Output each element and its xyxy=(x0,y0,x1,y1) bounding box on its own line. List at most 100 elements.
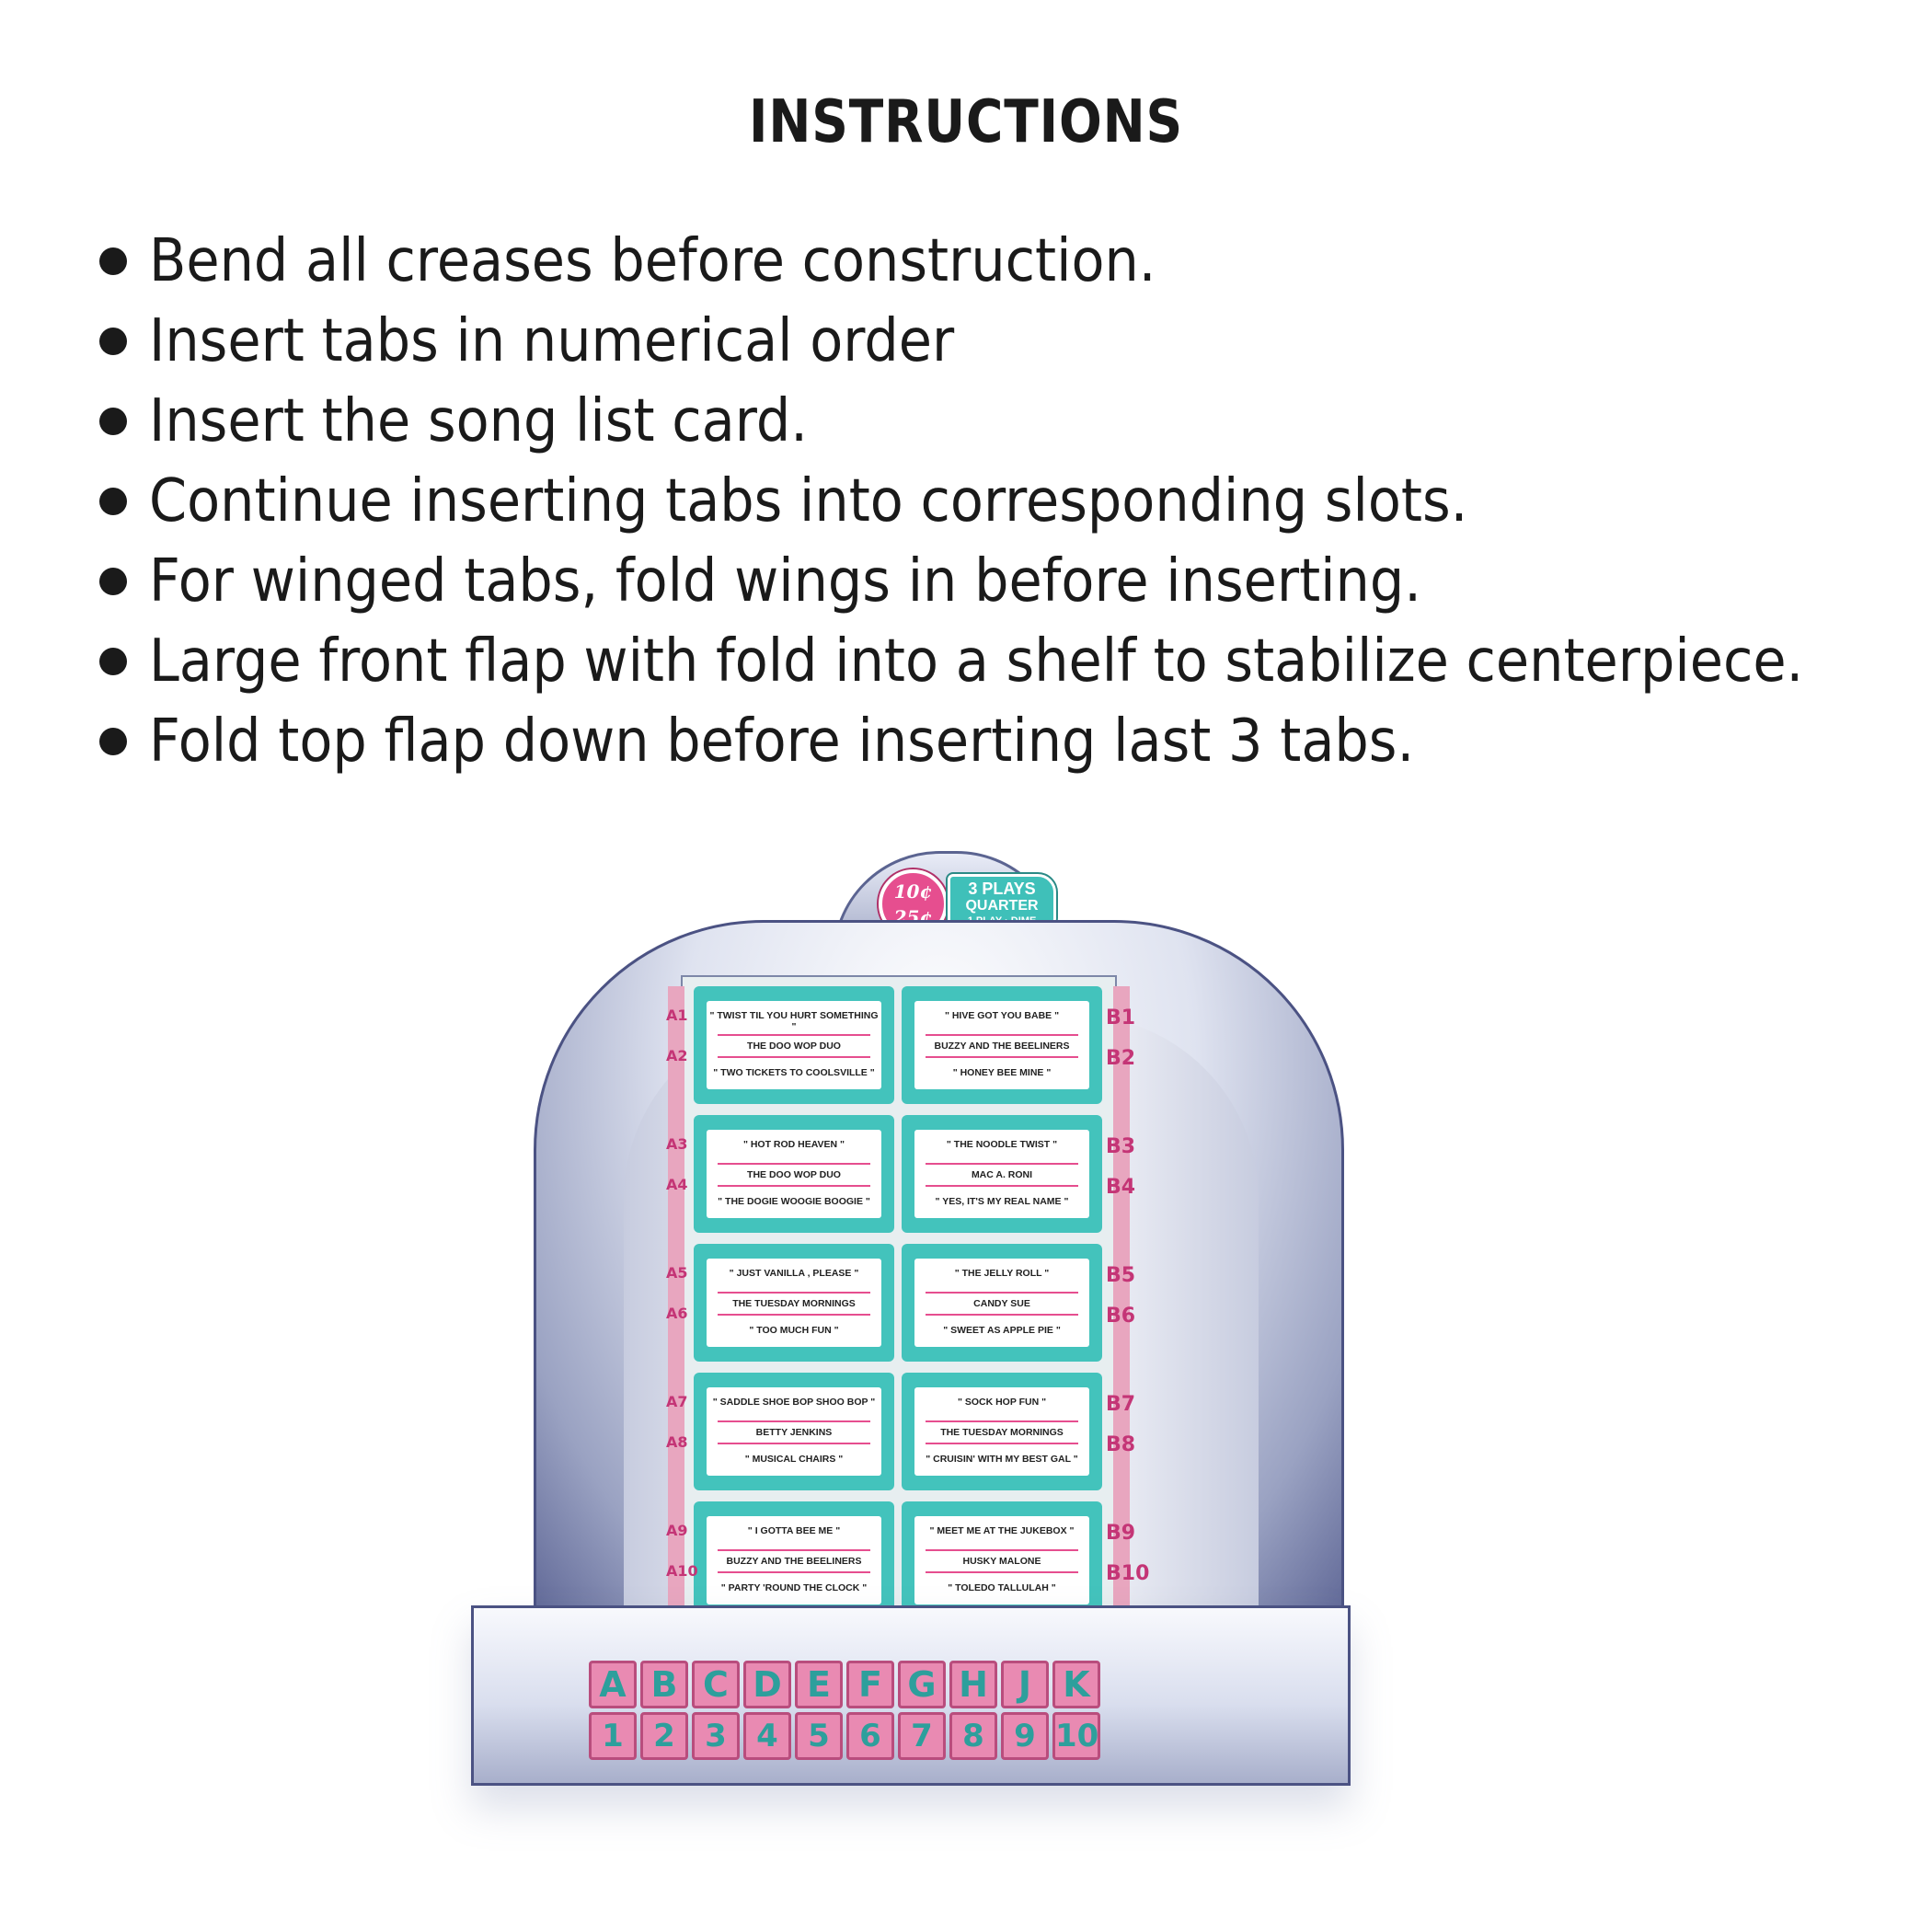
song-card: " I GOTTA BEE ME " BUZZY AND THE BEELINER… xyxy=(666,1501,894,1619)
song-title: " I GOTTA BEE ME " xyxy=(747,1525,841,1536)
song-selection-tag: A9 xyxy=(666,1522,688,1539)
song-label: " MEET ME AT THE JUKEBOX "HUSKY MALONE" … xyxy=(914,1516,1089,1604)
artist-name: CANDY SUE xyxy=(926,1292,1078,1316)
number-key: 2 xyxy=(640,1712,688,1760)
song-selection-tag: A3 xyxy=(666,1135,688,1153)
instruction-item: Bend all creases before construction. xyxy=(99,221,1932,301)
song-label: " JUST VANILLA , PLEASE " THE TUESDAY MOR… xyxy=(707,1259,881,1347)
song-selection-tag: B5 xyxy=(1106,1264,1136,1287)
instruction-text: Large front flap with fold into a shelf … xyxy=(149,627,1804,696)
letter-key: B xyxy=(640,1661,688,1708)
song-label: " I GOTTA BEE ME " BUZZY AND THE BEELINER… xyxy=(707,1516,881,1604)
letter-key: G xyxy=(898,1661,946,1708)
bullet-icon xyxy=(99,327,127,355)
letter-key: K xyxy=(1052,1661,1100,1708)
song-selection-tag: A8 xyxy=(666,1433,688,1451)
song-title: " SWEET AS APPLE PIE " xyxy=(943,1325,1061,1336)
song-title: " MUSICAL CHAIRS " xyxy=(744,1454,844,1465)
song-label: " TWIST TIL YOU HURT SOMETHING "THE DOO … xyxy=(707,1001,881,1089)
number-key: 5 xyxy=(795,1712,843,1760)
song-card: " SADDLE SHOE BOP SHOO BOP " BETTY JENKIN… xyxy=(666,1373,894,1490)
number-key: 4 xyxy=(743,1712,791,1760)
song-selection-tag: A4 xyxy=(666,1176,688,1193)
letter-key: C xyxy=(692,1661,740,1708)
artist-name: BUZZY AND THE BEELINERS xyxy=(718,1549,870,1573)
page-title: INSTRUCTIONS xyxy=(748,88,1184,156)
artist-name: THE TUESDAY MORNINGS xyxy=(718,1292,870,1316)
song-title: " YES, IT'S MY REAL NAME " xyxy=(935,1196,1069,1207)
song-selection-tag: A1 xyxy=(666,1006,688,1024)
song-selection-tag: B6 xyxy=(1106,1305,1136,1328)
song-title: " CRUISIN' WITH MY BEST GAL " xyxy=(926,1454,1078,1465)
bullet-icon xyxy=(99,647,127,675)
instruction-item: Large front flap with fold into a shelf … xyxy=(99,621,1932,701)
artist-name: BUZZY AND THE BEELINERS xyxy=(926,1034,1078,1058)
song-card: " THE NOODLE TWIST "MAC A. RONI" YES, IT… xyxy=(902,1115,1135,1233)
song-selection-tag: B4 xyxy=(1106,1176,1136,1199)
song-title: " THE DOGIE WOOGIE BOOGIE " xyxy=(718,1196,870,1207)
song-selection-tag: B2 xyxy=(1106,1047,1136,1070)
song-label: " HIVE GOT YOU BABE "BUZZY AND THE BEELI… xyxy=(914,1001,1089,1089)
bullet-icon xyxy=(99,407,127,435)
artist-name: BETTY JENKINS xyxy=(718,1420,870,1444)
instruction-text: Insert the song list card. xyxy=(149,386,808,455)
bullet-icon xyxy=(99,727,127,755)
song-label: " HOT ROD HEAVEN "THE DOO WOP DUO" THE D… xyxy=(707,1130,881,1218)
artist-name: HUSKY MALONE xyxy=(926,1549,1078,1573)
song-card: " MEET ME AT THE JUKEBOX "HUSKY MALONE" … xyxy=(902,1501,1149,1619)
song-title: " SOCK HOP FUN " xyxy=(957,1397,1047,1408)
number-key: 3 xyxy=(692,1712,740,1760)
song-selection-tag: B1 xyxy=(1106,1006,1136,1029)
plays-badge-line1: 3 PLAYS xyxy=(968,880,1036,898)
song-selection-tag: B8 xyxy=(1106,1433,1136,1456)
instruction-text: Continue inserting tabs into correspondi… xyxy=(149,466,1468,535)
song-selection-tag: B3 xyxy=(1106,1135,1136,1158)
letter-key: E xyxy=(795,1661,843,1708)
letter-key: J xyxy=(1001,1661,1049,1708)
song-label: " SOCK HOP FUN " THE TUESDAY MORNINGS " CR… xyxy=(914,1387,1089,1476)
plays-badge-line2: QUARTER xyxy=(965,898,1039,914)
number-key: 6 xyxy=(846,1712,894,1760)
instruction-text: For winged tabs, fold wings in before in… xyxy=(149,546,1421,615)
letter-key: F xyxy=(846,1661,894,1708)
song-label: " THE JELLY ROLL " CANDY SUE " SWEET AS AP… xyxy=(914,1259,1089,1347)
song-title: " TOO MUCH FUN " xyxy=(749,1325,839,1336)
song-selection-tag: A5 xyxy=(666,1264,688,1282)
left-tag-strip xyxy=(668,986,684,1621)
song-selection-tag: A7 xyxy=(666,1393,688,1410)
bullet-icon xyxy=(99,247,127,275)
song-card: " JUST VANILLA , PLEASE " THE TUESDAY MOR… xyxy=(666,1244,894,1362)
letter-key: A xyxy=(589,1661,637,1708)
instruction-item: Fold top flap down before inserting last… xyxy=(99,701,1932,781)
song-title: " THE JELLY ROLL " xyxy=(954,1268,1050,1279)
song-title: " PARTY 'ROUND THE CLOCK " xyxy=(720,1582,868,1593)
number-key: 9 xyxy=(1001,1712,1049,1760)
number-key: 8 xyxy=(949,1712,997,1760)
instruction-item: Insert the song list card. xyxy=(99,381,1932,461)
bullet-icon xyxy=(99,487,127,515)
song-card: " TWIST TIL YOU HURT SOMETHING "THE DOO … xyxy=(666,986,894,1104)
bullet-icon xyxy=(99,567,127,595)
number-key: 7 xyxy=(898,1712,946,1760)
number-key: 1 xyxy=(589,1712,637,1760)
instruction-text: Fold top flap down before inserting last… xyxy=(149,707,1415,776)
letter-key: D xyxy=(743,1661,791,1708)
song-title: " HOT ROD HEAVEN " xyxy=(742,1139,845,1150)
instruction-list: Bend all creases before construction. In… xyxy=(99,221,1932,781)
artist-name: THE TUESDAY MORNINGS xyxy=(926,1420,1078,1444)
instruction-item: For winged tabs, fold wings in before in… xyxy=(99,541,1932,621)
song-title: " TOLEDO TALLULAH " xyxy=(948,1582,1056,1593)
song-selection-tag: A6 xyxy=(666,1305,688,1322)
song-title: " SADDLE SHOE BOP SHOO BOP " xyxy=(712,1397,876,1408)
number-key: 10 xyxy=(1052,1712,1100,1760)
instruction-item: Continue inserting tabs into correspondi… xyxy=(99,461,1932,541)
right-tag-strip xyxy=(1113,986,1130,1621)
song-card: " SOCK HOP FUN " THE TUESDAY MORNINGS " CR… xyxy=(902,1373,1135,1490)
song-card: " HOT ROD HEAVEN "THE DOO WOP DUO" THE D… xyxy=(666,1115,894,1233)
song-title: " THE NOODLE TWIST " xyxy=(946,1139,1058,1150)
song-title: " JUST VANILLA , PLEASE " xyxy=(729,1268,859,1279)
song-title: " TWIST TIL YOU HURT SOMETHING " xyxy=(709,1010,879,1032)
instruction-item: Insert tabs in numerical order xyxy=(99,301,1932,381)
instruction-text: Bend all creases before construction. xyxy=(149,226,1156,295)
